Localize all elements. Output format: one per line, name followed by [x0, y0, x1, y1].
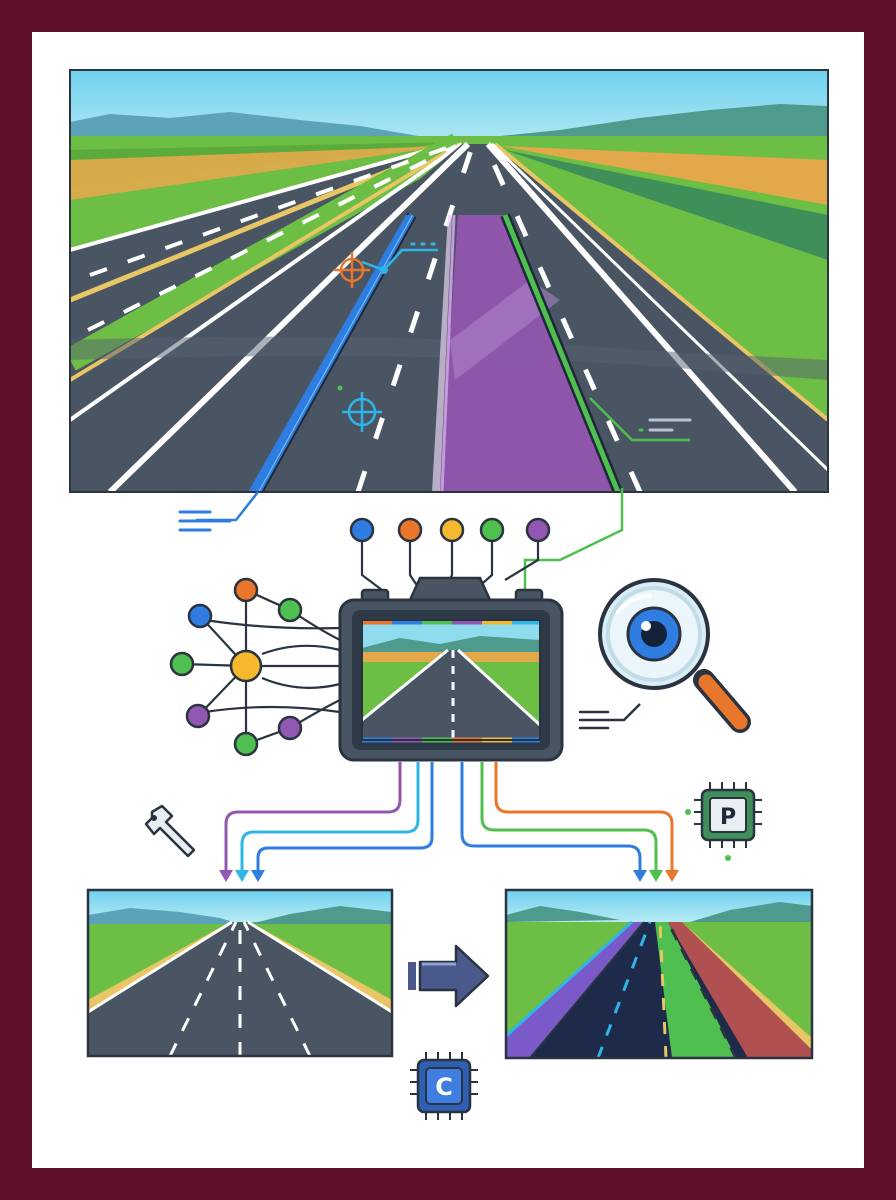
segmented-road-image [506, 890, 812, 1058]
right-arrow-icon [408, 944, 490, 1008]
input-road-image [88, 890, 392, 1056]
magnifier-eye-icon [598, 578, 751, 733]
chip-p-label: P [720, 805, 736, 830]
crosshair-icon [342, 392, 382, 432]
neural-network-icon [169, 577, 341, 757]
chip-c-label: C [435, 1073, 453, 1101]
road-scene-main [70, 70, 828, 492]
sensor-nodes [349, 517, 551, 591]
processor-chip-icon: C [410, 1052, 478, 1120]
dashcam-icon [338, 576, 564, 762]
processor-chip-icon: P [685, 782, 762, 861]
wrench-icon [144, 804, 196, 858]
crosshair-icon [334, 252, 370, 288]
